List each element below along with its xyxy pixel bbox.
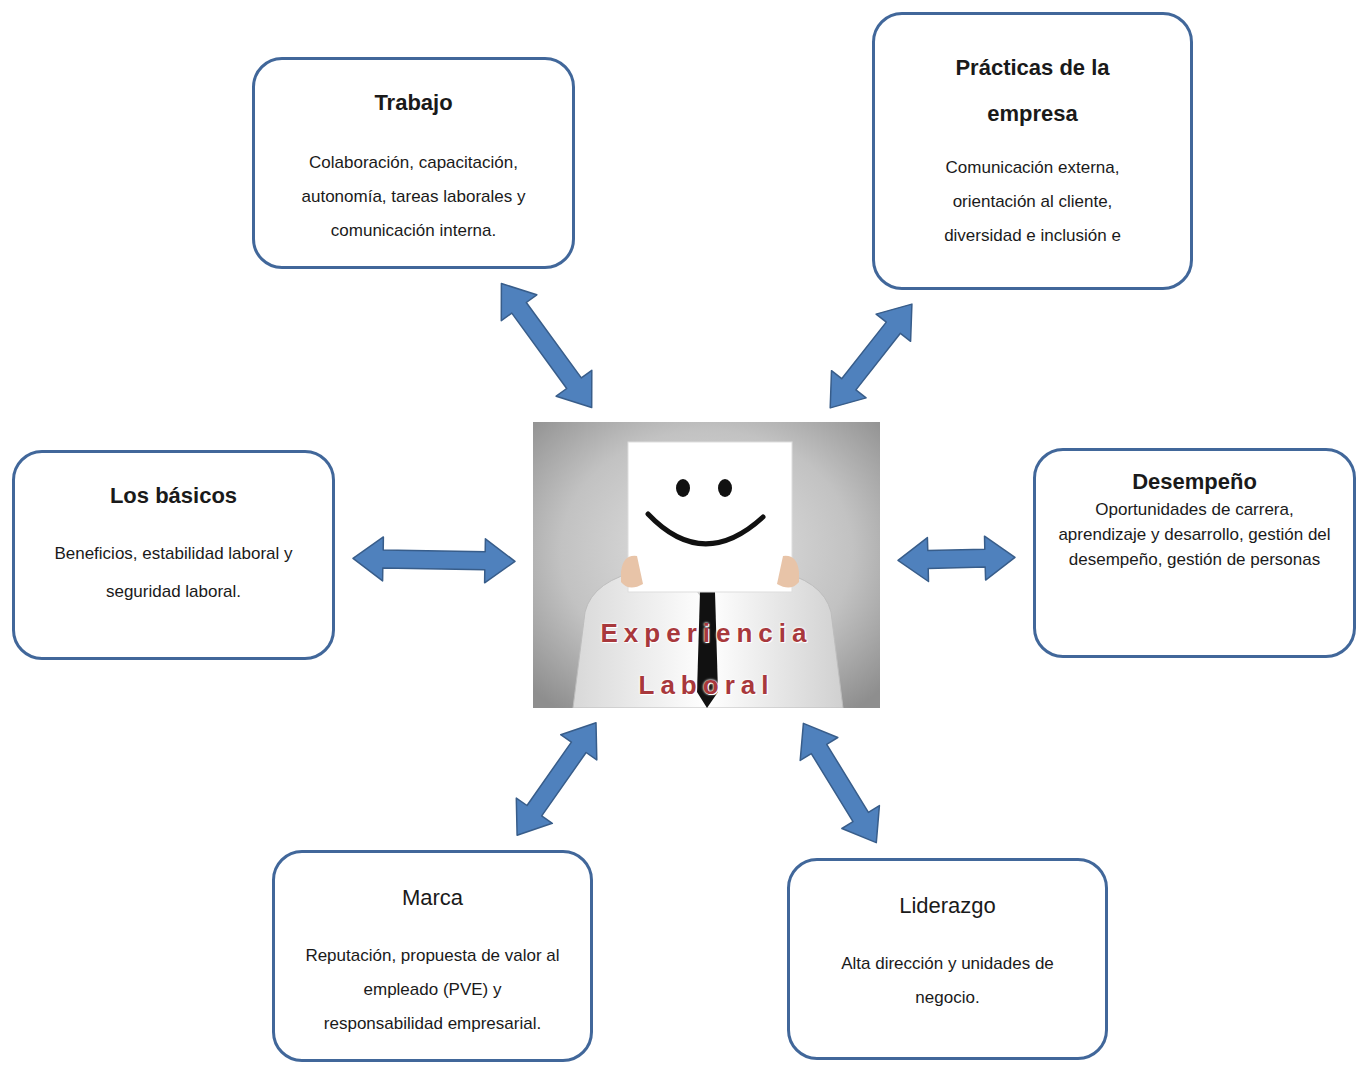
box-title: Marca <box>303 881 563 915</box>
box-title: Los básicos <box>44 479 304 513</box>
box-title: Liderazgo <box>818 889 1078 923</box>
box-title: Desempeño <box>1065 467 1325 497</box>
smiley-mouth <box>648 514 763 544</box>
box-body: Oportunidades de carrera, aprendizaje y … <box>1050 497 1340 572</box>
category-box: MarcaReputación, propuesta de valor al e… <box>272 850 593 1062</box>
category-box: LiderazgoAlta dirección y unidades de ne… <box>787 858 1108 1060</box>
block-arrow <box>898 536 1015 581</box>
box-body: Reputación, propuesta de valor al emplea… <box>305 939 561 1041</box>
smiley-eye <box>718 479 732 497</box>
block-arrow <box>501 284 592 408</box>
smiley-man-illustration <box>533 422 880 708</box>
category-box: TrabajoColaboración, capacitación, auton… <box>252 57 575 269</box>
block-arrow <box>830 304 912 408</box>
box-body: Alta dirección y unidades de negocio. <box>817 947 1079 1015</box>
block-arrow <box>516 723 597 836</box>
smiley-eye <box>676 479 690 497</box>
photo-ground <box>533 422 880 708</box>
category-box: Prácticas de la empresaComunicación exte… <box>872 12 1193 290</box>
center-label: Experiencia Laboral <box>572 607 842 711</box>
center-image-node: Experiencia Laboral <box>533 422 880 708</box>
category-box: Los básicosBeneficios, estabilidad labor… <box>12 450 335 660</box>
hand <box>777 556 799 588</box>
box-title: Trabajo <box>284 86 544 120</box>
block-arrow <box>800 723 879 842</box>
box-body: Beneficios, estabilidad laboral y seguri… <box>49 535 299 611</box>
box-title: Prácticas de la empresa <box>933 45 1133 137</box>
paper-sheet <box>628 442 792 592</box>
box-body: Colaboración, capacitación, autonomía, t… <box>288 146 540 248</box>
block-arrow <box>353 537 515 583</box>
hand <box>621 556 643 588</box>
box-body: Comunicación externa, orientación al cli… <box>917 151 1149 253</box>
category-box: DesempeñoOportunidades de carrera, apren… <box>1033 448 1356 658</box>
